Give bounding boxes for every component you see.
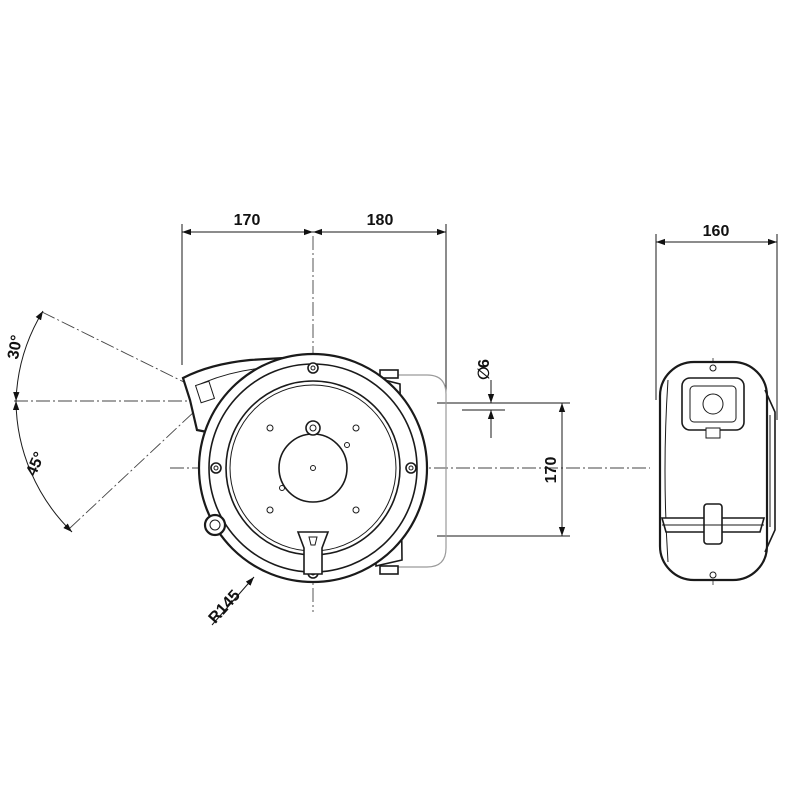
dim-angle-down: 45° [23,450,48,479]
side-bolt-top [709,364,717,372]
dim-side-width: 160 [703,223,730,240]
top-cap-inner [309,424,317,432]
side-hose-guide-inner [689,385,737,423]
diameter-symbol: ∅ [476,366,493,380]
side-right-cover [764,389,776,553]
side-bolt-bottom [709,571,717,579]
side-hose-hole [702,393,724,415]
bracket-clip-bottom [379,565,399,575]
arc-angle-up [13,310,44,402]
dim-arrow-radius [211,576,255,626]
housing-outer [197,352,429,584]
front-view-reel [181,352,447,584]
latch-tab [308,536,318,546]
lock-knob [203,513,227,537]
angle-line-up [41,311,197,389]
side-left-contour [664,379,669,563]
bracket-clip-top [379,369,399,379]
side-latch [703,503,723,545]
hole-diameter-dimension: ∅ 6 [462,359,505,438]
hub-center [310,465,316,471]
dim-height: 170 [543,457,560,484]
dim-angle-up: 30° [5,334,26,361]
dim-hole-diameter: 6 [476,359,493,368]
height-dimension: 170 [437,402,570,537]
radius-dimension: R145 [206,576,255,627]
side-width-dimension: 160 [655,223,778,420]
lock-knob-inner [209,519,221,531]
dim-radius: R145 [206,587,244,627]
arc-angle-down [12,400,73,533]
side-view-reel [658,360,776,582]
dim-right-width: 180 [367,212,394,229]
wall-bracket [398,374,447,568]
hose-guide-window [194,380,216,404]
drum-screws [266,424,360,514]
top-cap [305,420,321,436]
angle-line-down [69,409,197,529]
bottom-latch [296,531,330,575]
side-guide-stem [705,427,721,439]
dim-left-width: 170 [234,212,261,229]
angle-dimensions: 30° 45° [5,310,73,533]
